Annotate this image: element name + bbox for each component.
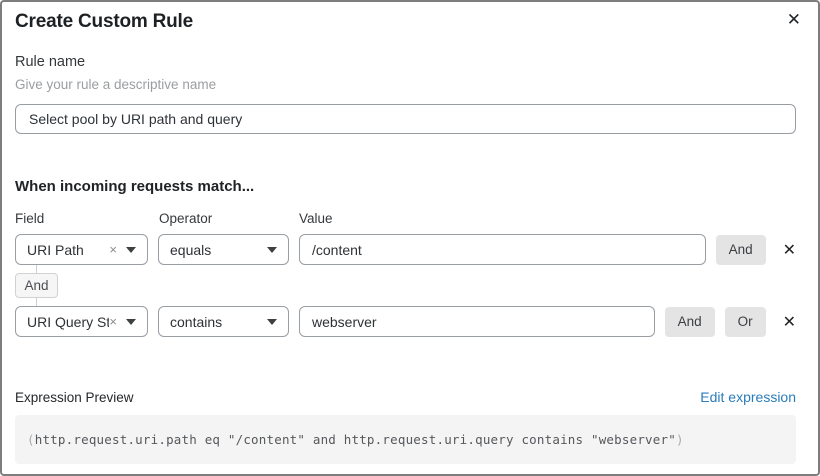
operator-select-value: equals: [170, 241, 212, 258]
add-and-condition-button[interactable]: And: [664, 306, 715, 337]
condition-column-headers: Field Operator Value: [15, 211, 796, 226]
rule-name-helper: Give your rule a descriptive name: [15, 77, 217, 92]
condition-row: URI Query St... × contains And Or ✕: [15, 306, 796, 337]
field-select-value: URI Path: [27, 241, 84, 258]
field-select[interactable]: URI Path ×: [15, 234, 148, 265]
chevron-down-icon: [267, 318, 277, 325]
expression-preview-header: Expression Preview Edit expression: [15, 389, 796, 405]
edit-expression-link[interactable]: Edit expression: [700, 389, 796, 405]
operator-column-label: Operator: [159, 211, 213, 226]
value-input[interactable]: [299, 306, 655, 337]
remove-condition-icon[interactable]: ✕: [782, 311, 796, 331]
rule-name-input[interactable]: [15, 104, 796, 134]
remove-condition-icon[interactable]: ✕: [782, 239, 796, 259]
chevron-down-icon: [267, 246, 277, 253]
clear-icon[interactable]: ×: [109, 242, 117, 257]
expression-close-paren: ): [675, 432, 684, 447]
expression-preview-label: Expression Preview: [15, 389, 134, 405]
close-icon[interactable]: ✕: [783, 8, 805, 33]
value-input[interactable]: [299, 234, 706, 265]
field-column-label: Field: [15, 211, 45, 226]
operator-select[interactable]: contains: [158, 306, 289, 337]
chevron-down-icon: [126, 318, 136, 325]
add-or-condition-button[interactable]: Or: [724, 306, 766, 337]
connector-line: [36, 298, 37, 306]
page-title: Create Custom Rule: [15, 11, 193, 32]
expression-open-paren: (: [27, 432, 35, 447]
operator-select[interactable]: equals: [158, 234, 289, 265]
rule-name-label: Rule name: [15, 54, 86, 70]
expression-body: http.request.uri.path eq "/content" and …: [34, 432, 676, 447]
connector-line: [36, 265, 37, 273]
condition-row: URI Path × equals And ✕: [15, 234, 796, 265]
expression-code: (http.request.uri.path eq "/content" and…: [15, 415, 796, 464]
and-connector-chip: And: [15, 273, 58, 298]
add-and-condition-button[interactable]: And: [715, 234, 766, 265]
clear-icon[interactable]: ×: [109, 314, 117, 329]
chevron-down-icon: [126, 246, 136, 253]
value-column-label: Value: [299, 211, 333, 226]
condition-connector: And: [15, 265, 58, 306]
operator-select-value: contains: [170, 313, 223, 330]
field-select-value: URI Query St...: [27, 313, 110, 330]
match-section-heading: When incoming requests match...: [15, 178, 255, 195]
field-select[interactable]: URI Query St... ×: [15, 306, 148, 337]
